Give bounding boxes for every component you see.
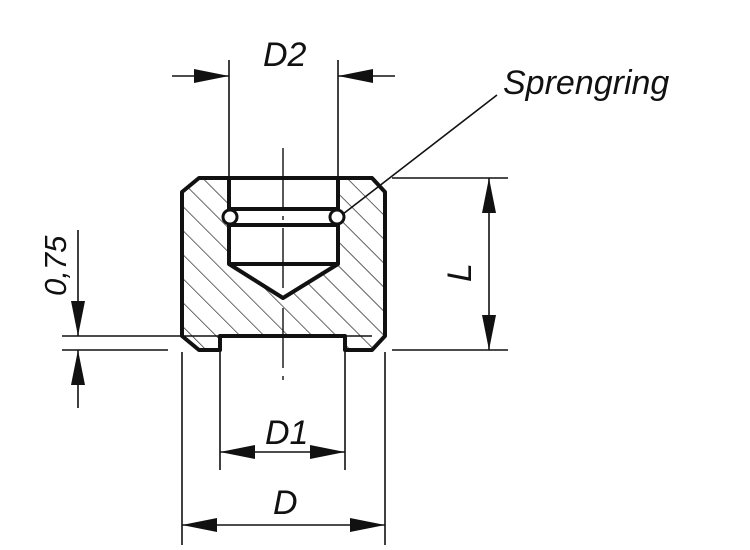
dimension-l [392,177,508,351]
label-d1: D1 [265,414,308,452]
leader-sprengring [342,94,498,215]
label-l: L [441,263,479,282]
dimension-d2 [172,60,395,178]
snap-ring-groove [229,207,338,227]
dimension-075 [62,230,182,408]
label-d: D [273,484,298,522]
snap-ring-section-left [221,208,239,226]
label-075: 0,75 [38,235,73,296]
snap-ring-section-right [328,208,346,226]
dimension-d1 [219,350,346,470]
label-d2: D2 [263,36,307,74]
dimension-d [181,352,386,545]
label-sprengring: Sprengring [503,64,669,102]
